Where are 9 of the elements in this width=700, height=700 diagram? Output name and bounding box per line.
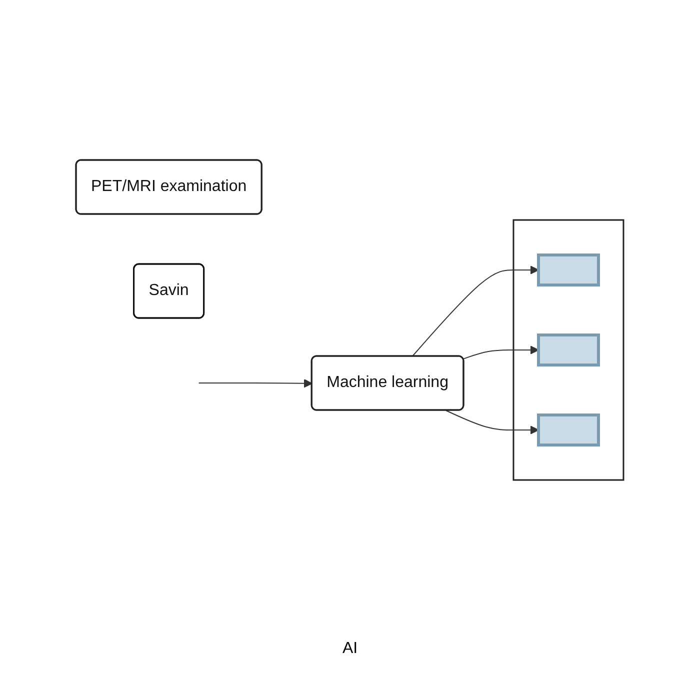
node-box xyxy=(537,254,600,286)
arrow xyxy=(412,266,540,357)
node-box xyxy=(537,334,600,366)
screen-label: AI xyxy=(342,640,358,657)
node-box xyxy=(537,414,600,446)
arrow xyxy=(463,346,540,360)
arrow xyxy=(446,410,540,434)
arrow xyxy=(198,378,313,388)
cluster xyxy=(512,219,624,481)
